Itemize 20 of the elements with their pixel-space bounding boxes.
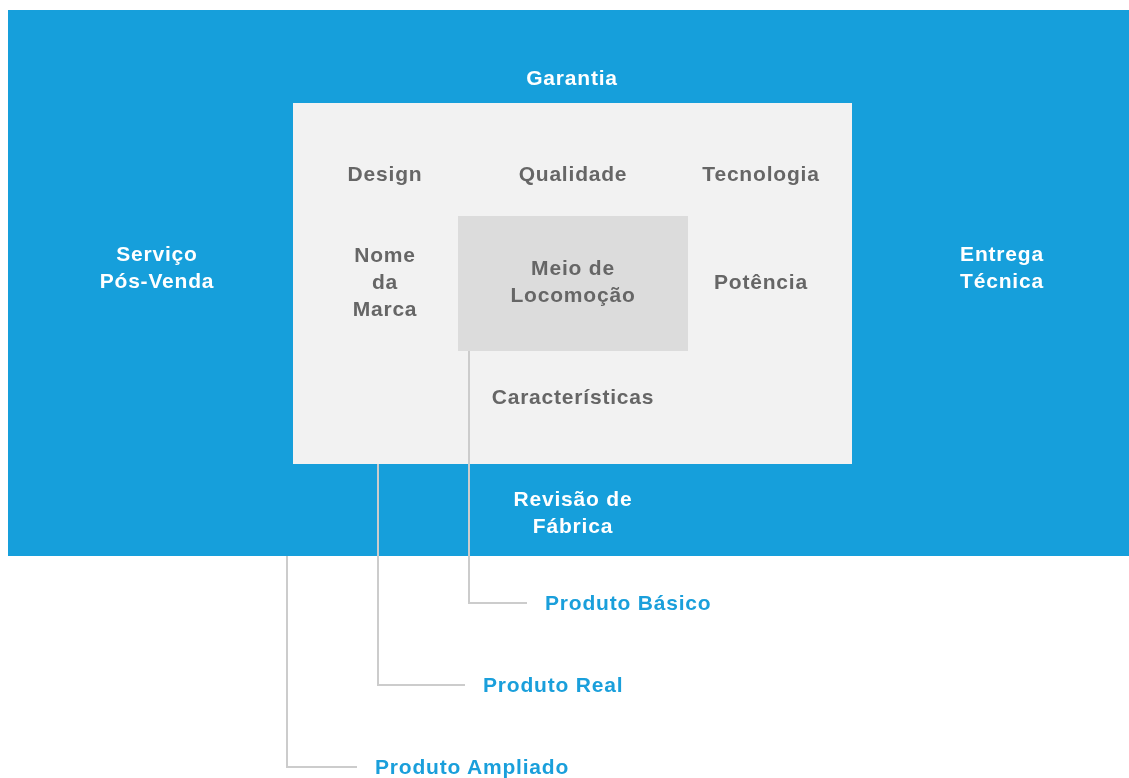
attribute-label: Tecnologia <box>701 160 821 187</box>
callout-label: Produto Ampliado <box>357 754 569 778</box>
product-layer-panel <box>458 216 688 351</box>
attribute-label: Potência <box>713 268 809 295</box>
callout-label: Produto Básico <box>527 590 712 616</box>
product-layer-panel <box>8 10 1129 556</box>
callout-label: Produto Real <box>465 672 624 698</box>
leader-line <box>377 463 466 686</box>
leader-line <box>468 350 528 604</box>
product-layer-panel <box>293 103 852 464</box>
attribute-label: Revisão de Fábrica <box>512 486 634 539</box>
attribute-label: Design <box>346 160 424 187</box>
attribute-label: Características <box>490 383 656 410</box>
attribute-label: Garantia <box>525 64 619 91</box>
attribute-label: Entrega Técnica <box>959 241 1045 294</box>
attribute-label: Serviço Pós-Venda <box>98 241 216 294</box>
attribute-label: Qualidade <box>517 160 629 187</box>
leader-line <box>286 555 358 768</box>
attribute-label: Nome da Marca <box>351 241 419 322</box>
attribute-label: Meio de Locomoção <box>509 255 637 308</box>
